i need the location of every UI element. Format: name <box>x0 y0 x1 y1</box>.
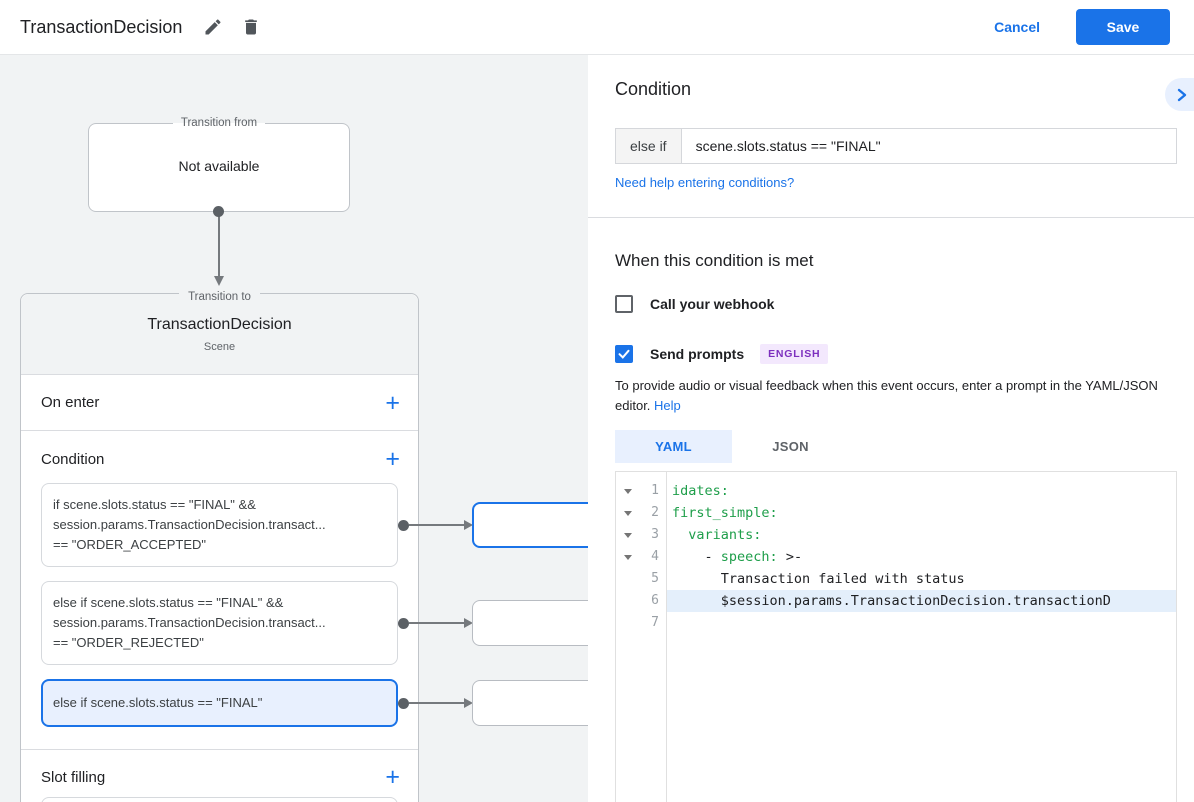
scene-card-subtitle: Scene <box>203 340 236 353</box>
code-line: - speech: >- <box>672 549 803 566</box>
yaml-code-editor[interactable]: 1 2 3 4 5 6 7 idates: first_simple: variants: -… <box>615 471 1177 802</box>
connector-arrow <box>409 698 473 708</box>
code-line <box>667 612 1176 634</box>
destination-scene-node[interactable] <box>472 680 602 726</box>
on-enter-label: On enter <box>41 394 100 411</box>
condition-input-group: else if <box>615 128 1177 164</box>
divider <box>588 217 1194 218</box>
connector-arrow <box>409 618 473 628</box>
editor-tabs: YAML JSON <box>615 430 1177 464</box>
line-number: 4 <box>651 549 659 565</box>
scene-card-title: TransactionDecision <box>147 315 292 333</box>
send-prompts-checkbox[interactable] <box>615 345 633 363</box>
panel-heading: Condition <box>615 79 692 99</box>
slot-validation-item[interactable]: Slot validation <box>41 797 398 802</box>
line-number-gutter: 1 2 3 4 5 6 7 <box>639 472 667 802</box>
connector-dot <box>213 206 224 217</box>
condition-help-link[interactable]: Need help entering conditions? <box>615 175 795 190</box>
connector-arrow <box>409 520 473 530</box>
scene-card-header[interactable]: TransactionDecision Scene <box>21 294 418 375</box>
tab-yaml[interactable]: YAML <box>615 430 732 464</box>
send-prompts-label: Send prompts <box>650 346 745 362</box>
check-icon <box>618 349 630 359</box>
condition-item[interactable]: else if scene.slots.status == "FINAL" <box>41 679 398 727</box>
cancel-button[interactable]: Cancel <box>994 19 1040 35</box>
transition-from-value: Not available <box>178 158 260 174</box>
destination-scene-node[interactable] <box>472 600 602 646</box>
fold-gutter[interactable] <box>616 472 639 802</box>
save-button[interactable]: Save <box>1076 9 1170 45</box>
fold-cell <box>616 590 639 612</box>
code-line: variants: <box>688 527 762 544</box>
edit-title-button[interactable] <box>198 12 228 42</box>
code-line: $session.params.TransactionDecision.tran… <box>667 590 1176 613</box>
code-line: idates: <box>672 483 729 500</box>
condition-expression-input[interactable] <box>681 129 1176 163</box>
condition-item[interactable]: else if scene.slots.status == "FINAL" &&… <box>41 581 398 665</box>
condition-section-label: Condition <box>41 450 105 468</box>
line-number: 3 <box>651 527 659 543</box>
code-area[interactable]: idates: first_simple: variants: - speech:… <box>667 472 1176 802</box>
connector-dot <box>398 617 409 629</box>
condition-item[interactable]: if scene.slots.status == "FINAL" && sess… <box>41 483 398 567</box>
fold-cell <box>616 612 639 634</box>
top-bar: TransactionDecision Cancel Save <box>0 0 1194 55</box>
condition-prefix-label: else if <box>616 129 682 163</box>
webhook-option-row: Call your webhook <box>615 295 1177 313</box>
trash-icon <box>245 19 258 35</box>
on-enter-section: On enter + <box>21 375 418 431</box>
collapse-panel-button[interactable] <box>1165 78 1194 111</box>
connector-dot <box>398 519 409 531</box>
transition-from-node[interactable]: Transition from Not available <box>88 117 350 212</box>
page-title: TransactionDecision <box>20 16 183 37</box>
add-slot-button[interactable]: + <box>385 763 400 791</box>
fold-cell <box>616 568 639 590</box>
connector-dot <box>398 697 409 709</box>
scene-card: Transition to TransactionDecision Scene … <box>20 291 419 802</box>
transition-to-legend: Transition to <box>179 291 260 303</box>
condition-detail-panel: Condition else if Need help entering con… <box>588 55 1194 802</box>
fold-toggle-icon[interactable] <box>616 546 639 568</box>
fold-toggle-icon[interactable] <box>616 480 639 502</box>
condition-list: if scene.slots.status == "FINAL" && sess… <box>21 483 418 727</box>
line-number: 7 <box>651 615 659 631</box>
transition-from-legend: Transition from <box>180 117 258 129</box>
slot-filling-label: Slot filling <box>41 768 106 786</box>
webhook-checkbox[interactable] <box>615 295 633 313</box>
delete-scene-button[interactable] <box>236 12 266 42</box>
tab-json[interactable]: JSON <box>772 439 809 455</box>
help-link[interactable]: Help <box>654 398 681 414</box>
fold-toggle-icon[interactable] <box>616 524 639 546</box>
transition-arrow-down <box>214 215 224 286</box>
pencil-icon <box>205 19 221 35</box>
fold-toggle-icon[interactable] <box>616 502 639 524</box>
add-condition-button[interactable]: + <box>385 445 400 473</box>
add-on-enter-button[interactable]: + <box>385 388 400 417</box>
destination-scene-node[interactable] <box>472 502 602 548</box>
code-line: first_simple: <box>672 505 778 522</box>
line-number: 2 <box>651 505 659 521</box>
webhook-label: Call your webhook <box>650 296 775 312</box>
when-condition-heading: When this condition is met <box>615 251 814 270</box>
condition-section: Condition + if scene.slots.status == "FI… <box>21 431 418 750</box>
slot-filling-section: Slot filling + <box>21 750 418 791</box>
line-number: 6 <box>651 593 659 609</box>
code-line: Transaction failed with status <box>672 571 965 588</box>
prompt-hint-text: To provide audio or visual feedback when… <box>615 378 1158 414</box>
line-number: 5 <box>651 571 659 587</box>
language-badge: ENGLISH <box>760 344 829 364</box>
chevron-right-icon <box>1177 88 1186 101</box>
send-prompts-option-row: Send prompts ENGLISH <box>615 344 1177 364</box>
line-number: 1 <box>651 483 659 499</box>
main-area: Transition from Not available Transition… <box>0 55 1194 802</box>
